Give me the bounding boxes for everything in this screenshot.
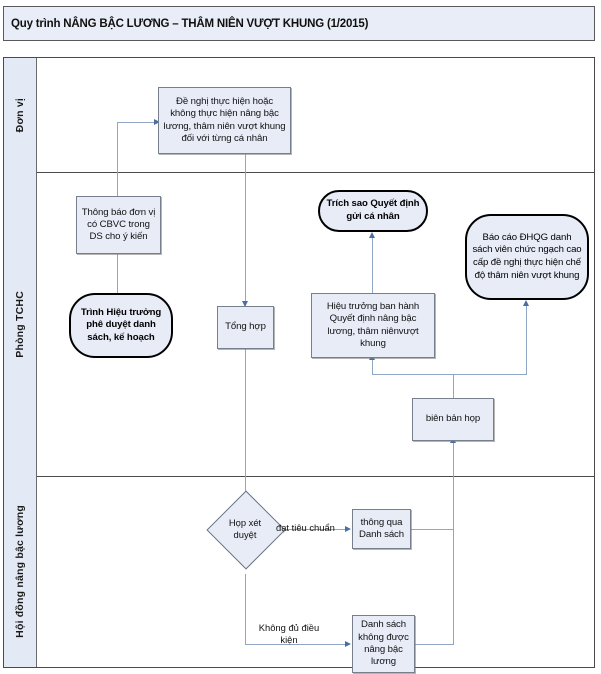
connector-khong-du-right <box>245 644 348 645</box>
connector-merge-to-hieu-truong <box>372 358 373 374</box>
lane-label-hoi-dong: Hội đồng nâng bậc lương <box>4 476 37 667</box>
lane-separator-1 <box>4 172 594 173</box>
connector-hieu-truong-to-trich-sao <box>372 236 373 293</box>
connector-dat-tieu-chuan <box>268 529 348 530</box>
node-hieu-truong-ban-hanh[interactable]: Hiệu trưởng ban hành Quyết định nâng bậc… <box>311 293 435 358</box>
node-label: Thông báo đơn vị có CBVC trong DS cho ý … <box>81 206 156 243</box>
arrow-right-danh-sach-khong <box>345 640 351 647</box>
node-tong-hop[interactable]: Tổng hợp <box>217 306 274 349</box>
node-label: thông qua Danh sách <box>359 516 404 540</box>
connector-thong-bao-up <box>117 122 118 198</box>
node-label: Trình Hiệu trưởng phê duyệt danh sách, k… <box>80 306 162 343</box>
connector-thong-bao-right <box>117 122 158 123</box>
connector-khong-du-down <box>245 574 246 644</box>
connector-bien-ban-down <box>453 441 454 644</box>
node-label: Danh sách không được nâng bậc lương <box>358 619 409 668</box>
node-trinh-hieu-truong[interactable]: Trình Hiệu trưởng phê duyệt danh sách, k… <box>69 293 173 358</box>
connector-merge-bar <box>372 374 527 375</box>
lane-label-text: Phòng TCHC <box>14 290 26 358</box>
lane-label-phong-tchc: Phòng TCHC <box>4 172 37 476</box>
node-thong-qua-danh-sach[interactable]: thông qua Danh sách <box>352 509 411 549</box>
connector-danh-sach-khong-to-merge <box>415 644 454 645</box>
node-danh-sach-khong-duoc[interactable]: Danh sách không được nâng bậc lương <box>352 615 415 673</box>
node-bao-cao-dhqg[interactable]: Báo cáo ĐHQG danh sách viên chức ngạch c… <box>465 214 589 300</box>
page-title: Quy trình NÂNG BẬC LƯƠNG – THÂM NIÊN VƯỢ… <box>11 17 369 30</box>
node-label: Trích sao Quyết định gửi cá nhân <box>326 198 420 222</box>
arrow-up-bao-cao <box>522 300 529 306</box>
lane-label-text: Hội đồng nâng bậc lương <box>14 505 26 638</box>
node-label: Tổng hợp <box>225 321 266 333</box>
node-trich-sao[interactable]: Trích sao Quyết định gửi cá nhân <box>318 190 428 232</box>
lane-separator-2 <box>4 476 594 477</box>
lane-label-text: Đơn vị <box>14 97 26 133</box>
connector-thong-qua-to-merge <box>411 529 454 530</box>
lane-label-don-vi: Đơn vị <box>4 58 37 172</box>
arrow-right-thong-qua <box>345 525 351 532</box>
node-de-nghi[interactable]: Đề nghị thực hiện hoặc không thực hiện n… <box>158 87 291 154</box>
arrow-up-trich-sao <box>368 232 375 238</box>
node-label: biên bản họp <box>425 413 481 425</box>
node-label: Đề nghị thực hiện hoặc không thực hiện n… <box>163 95 286 144</box>
connector-merge-to-bien-ban <box>453 374 454 398</box>
connector-merge-to-bao-cao <box>526 304 527 374</box>
diagram-frame: Đơn vị Phòng TCHC Hội đồng nâng bậc lươn… <box>3 57 595 673</box>
node-label: Báo cáo ĐHQG danh sách viên chức ngạch c… <box>472 231 582 281</box>
node-hop-xet-duyet[interactable]: Họp xét duyệt <box>206 490 286 570</box>
edge-label-khong-du-dieu-kien: Không đủ điều kiện <box>258 622 320 646</box>
node-thong-bao[interactable]: Thông báo đơn vị có CBVC trong DS cho ý … <box>76 196 161 254</box>
connector-trinh-to-thong-bao <box>117 238 118 295</box>
node-label: Hiệu trưởng ban hành Quyết định nâng bậc… <box>326 300 420 349</box>
edge-label-dat-tieu-chuan: đạt tiêu chuẩn <box>276 522 335 533</box>
diagram-title-bar: Quy trình NÂNG BẬC LƯƠNG – THÂM NIÊN VƯỢ… <box>3 6 595 41</box>
node-label: Họp xét duyệt <box>228 516 262 540</box>
connector-tong-hop-to-hop-xet-duyet <box>245 349 246 501</box>
node-bien-ban-hop[interactable]: biên bản họp <box>412 398 494 441</box>
connector-de-nghi-to-tong-hop <box>245 154 246 306</box>
arrow-down-tong-hop <box>241 301 248 307</box>
arrow-right-de-nghi <box>154 118 160 125</box>
